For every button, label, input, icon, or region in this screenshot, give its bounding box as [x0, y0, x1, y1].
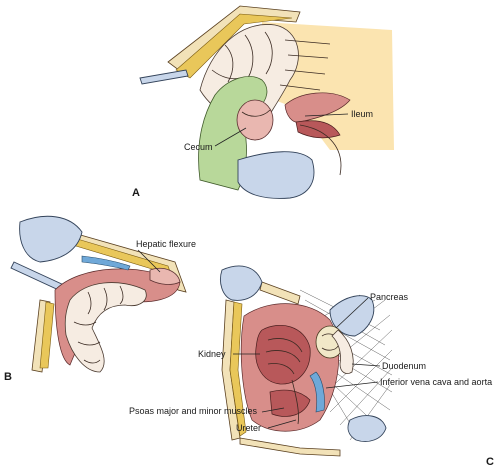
- panel-c-duodenum: [331, 329, 354, 374]
- panel-c: Pancreas Kidney Duodenum Inferior vena c…: [129, 265, 494, 468]
- label-kidney: Kidney: [198, 349, 226, 359]
- panel-b-fat-left: [39, 301, 55, 369]
- panel-letter-c: C: [486, 456, 494, 468]
- panel-a-fat-layer: [175, 13, 293, 79]
- label-ureter: Ureter: [236, 423, 261, 433]
- label-pancreas: Pancreas: [370, 292, 409, 302]
- panel-c-fat-left: [229, 301, 247, 437]
- panel-b-hepatic-flexure: [149, 267, 181, 285]
- label-cecum: Cecum: [184, 142, 213, 152]
- panel-c-ureter: [291, 379, 299, 425]
- panel-b: Hepatic flexure B: [4, 215, 196, 383]
- label-ivc-aorta: Inferior vena cava and aorta: [380, 377, 492, 387]
- panel-letter-b: B: [4, 371, 12, 383]
- panel-a-ileum-mesentery: [295, 120, 341, 139]
- panel-letter-a: A: [132, 187, 140, 199]
- label-psoas: Psoas major and minor muscles: [129, 406, 258, 416]
- panel-c-wound-edge-bottom: [239, 437, 341, 457]
- label-duodenum: Duodenum: [382, 361, 426, 371]
- label-hepatic-flexure: Hepatic flexure: [136, 239, 196, 249]
- panel-a-mesentery: [279, 39, 331, 91]
- panel-a-cecum: [236, 99, 274, 141]
- panel-c-retractor-top: [220, 265, 263, 301]
- panel-c-psoas: [269, 389, 311, 417]
- panel-c-vena-cava: [309, 371, 325, 413]
- panel-c-kidney: [255, 324, 311, 385]
- panel-b-haustra: [73, 285, 124, 364]
- panel-b-retractor: [19, 215, 83, 263]
- panel-b-vessel: [81, 255, 131, 271]
- panel-c-kidney-folds: [265, 338, 303, 375]
- panel-a-ileum: [284, 92, 351, 123]
- panel-a: Ileum Cecum A: [132, 5, 394, 199]
- panel-c-retractor-bottom: [347, 415, 387, 442]
- label-ileum: Ileum: [351, 109, 373, 119]
- panel-a-retractor-blade: [237, 151, 315, 199]
- panel-a-retractor-handle: [139, 69, 189, 85]
- panel-c-wound-edge-right: [259, 281, 301, 305]
- panel-b-colon: [64, 282, 147, 373]
